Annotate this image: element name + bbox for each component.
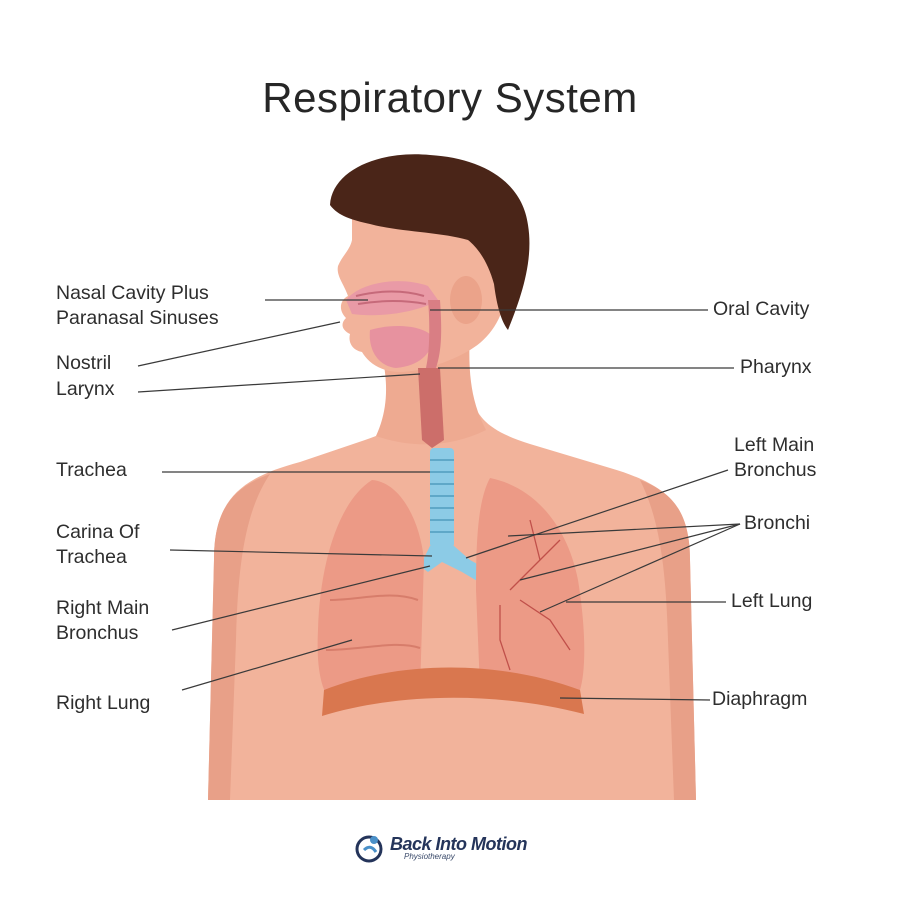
logo-mark-icon (355, 835, 383, 863)
label-left-lung: Left Lung (731, 590, 813, 612)
leader-carina (169, 549, 433, 557)
leader-right-lung (181, 639, 353, 691)
leader-lines (137, 299, 741, 701)
logo-tagline: Physiotherapy (404, 852, 455, 861)
label-bronchi: Bronchi (744, 512, 811, 534)
nasal-cavity-shape (346, 281, 438, 316)
hair (330, 154, 530, 330)
larynx-shape (418, 368, 444, 448)
left-lung-shape (476, 478, 585, 690)
brand-logo: Back Into Motion Physiotherapy (354, 830, 554, 870)
label-right-lung: Right Lung (56, 692, 151, 714)
torso-shadow-left (208, 474, 270, 800)
torso-shadow-right (640, 480, 696, 800)
leader-larynx (137, 373, 421, 393)
label-oral-cavity: Oral Cavity (713, 298, 810, 320)
label-right-main-bronchus: Right Main Bronchus (56, 597, 150, 644)
oral-cavity-shape (369, 326, 433, 368)
label-left-main-bronchus: Left Main Bronchus (734, 434, 817, 481)
ear (450, 276, 482, 324)
label-pharynx: Pharynx (740, 356, 812, 378)
label-carina: Carina Of Trachea (56, 521, 140, 568)
leader-left-main-bronchus (465, 469, 729, 559)
leader-bronchi-2 (519, 523, 741, 581)
label-trachea: Trachea (56, 459, 127, 481)
leader-nostril (137, 321, 341, 367)
label-diaphragm: Diaphragm (712, 688, 808, 710)
label-nostril: Nostril (56, 352, 112, 374)
leader-diaphragm (559, 697, 711, 701)
label-larynx: Larynx (56, 378, 115, 400)
diaphragm-shape (322, 667, 584, 716)
page-title: Respiratory System (262, 74, 638, 121)
leader-bronchi-1 (507, 523, 741, 537)
leader-right-main-bronchus (171, 565, 431, 631)
label-nasal-cavity: Nasal Cavity Plus Paranasal Sinuses (56, 282, 219, 329)
leader-bronchi-3 (539, 523, 741, 613)
pharynx-shape (426, 300, 442, 368)
logo-name: Back Into Motion (390, 834, 528, 854)
